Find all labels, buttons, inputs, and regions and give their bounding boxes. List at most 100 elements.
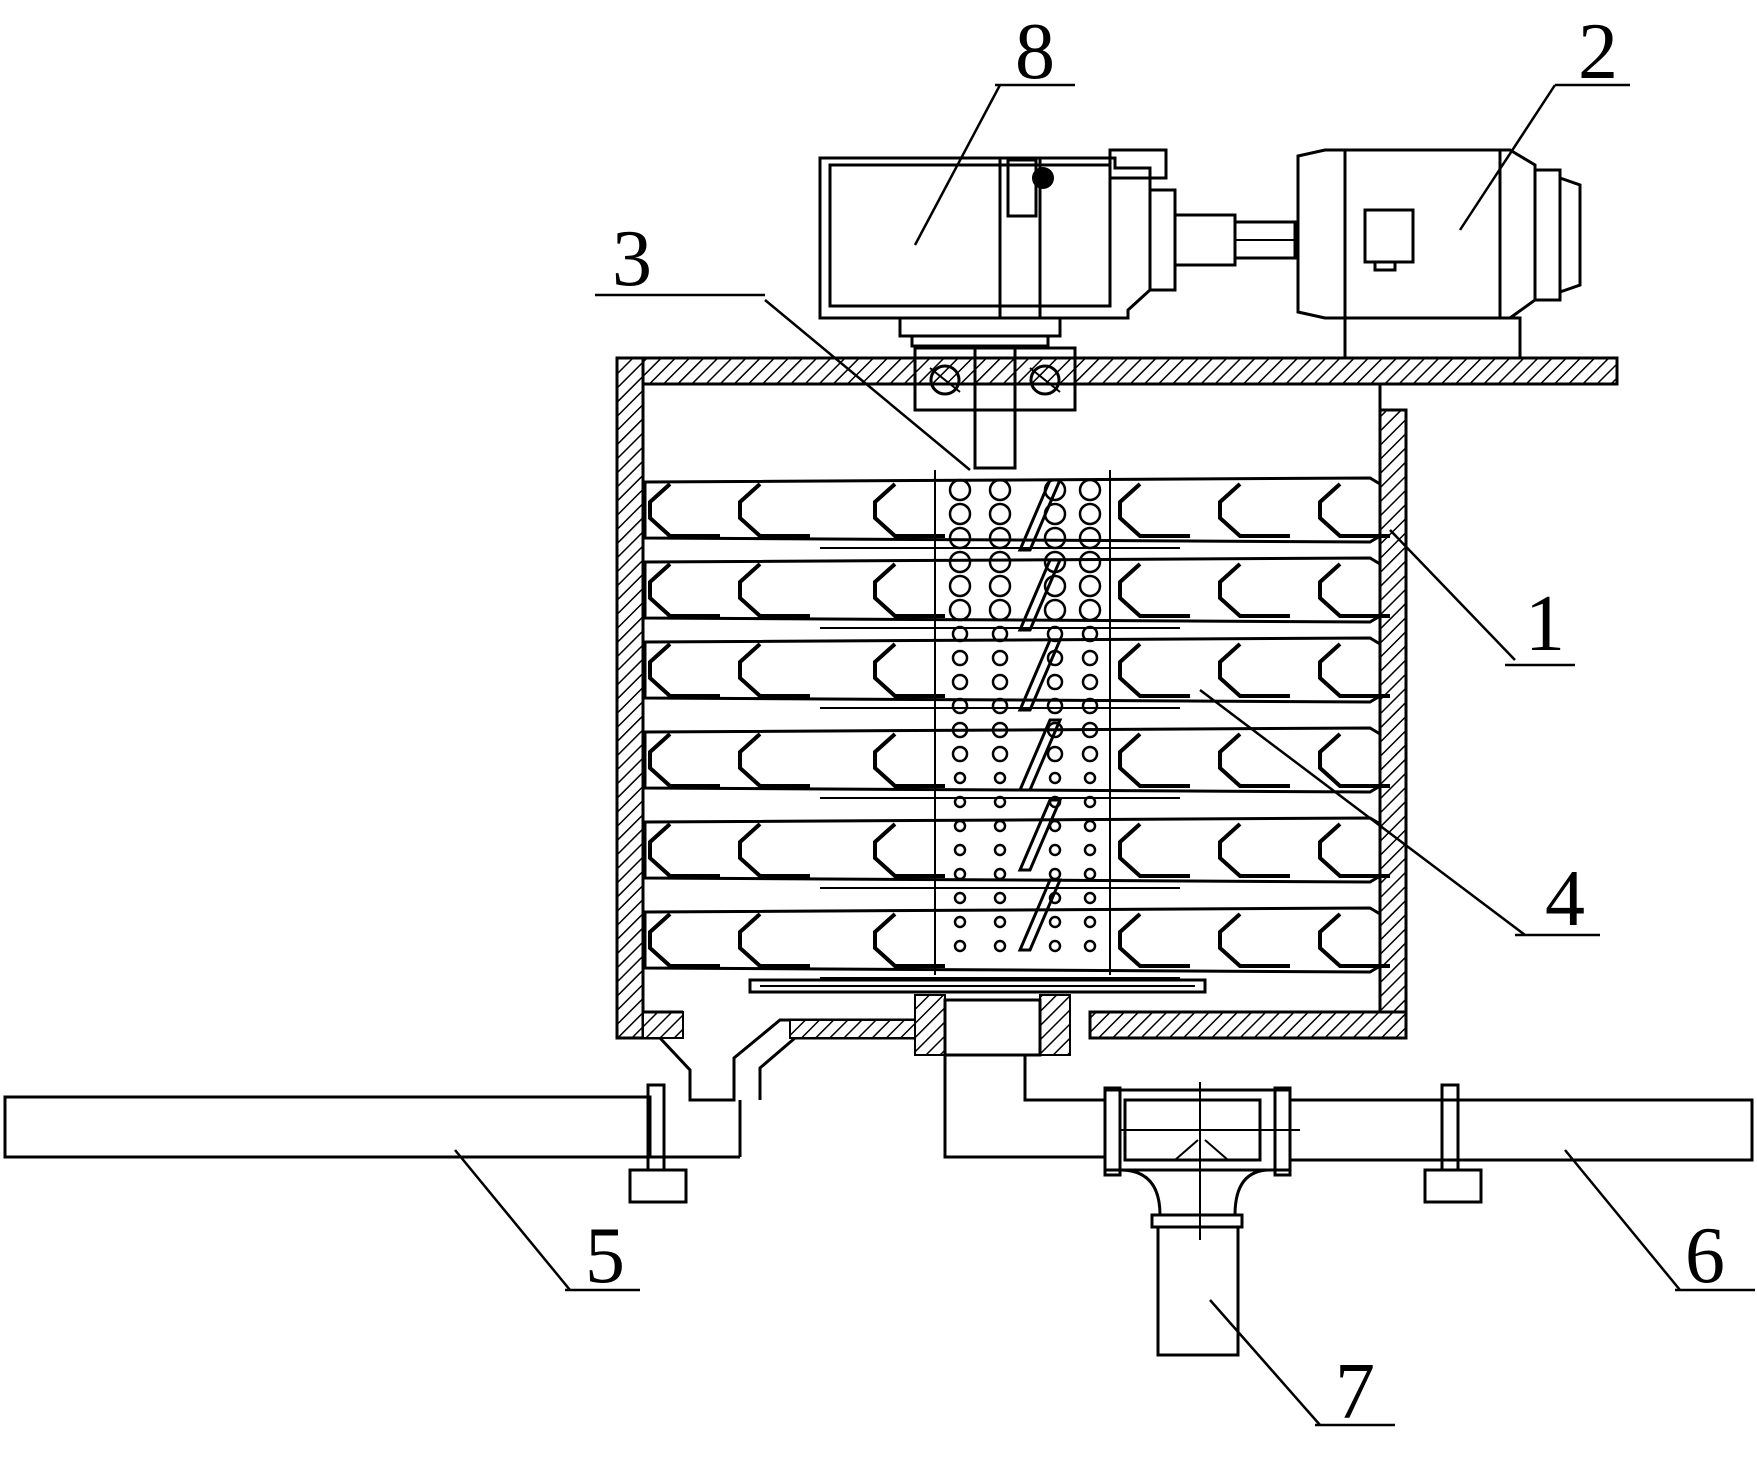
blade xyxy=(1118,642,1190,698)
disc-layer xyxy=(643,476,1390,549)
spiral-blade xyxy=(1017,558,1063,632)
drum-hole xyxy=(991,625,1009,643)
drum-hole xyxy=(993,843,1007,857)
blade xyxy=(1218,732,1290,788)
blade xyxy=(648,732,720,788)
blade xyxy=(873,822,945,878)
drum-hole xyxy=(948,478,972,502)
drum-hole xyxy=(948,550,972,574)
drum-hole xyxy=(1083,891,1097,905)
drum-hole xyxy=(1083,795,1097,809)
drum-hole xyxy=(1081,649,1099,667)
blade xyxy=(738,732,810,788)
blade xyxy=(873,482,945,538)
label-4: 4 xyxy=(1545,855,1585,943)
drum-hole xyxy=(953,771,967,785)
drum-hole xyxy=(948,526,972,550)
drum-hole xyxy=(1078,526,1102,550)
drum-hole xyxy=(993,795,1007,809)
drum-hole xyxy=(953,891,967,905)
blade xyxy=(1218,912,1290,968)
tank-housing xyxy=(615,356,1619,1102)
drum-hole xyxy=(1046,721,1064,739)
blade xyxy=(873,912,945,968)
label-2: 2 xyxy=(1578,8,1618,96)
drum-hole xyxy=(953,795,967,809)
spiral-blade xyxy=(1017,718,1063,792)
blade xyxy=(648,562,720,618)
spiral-blade xyxy=(1017,878,1063,952)
blade xyxy=(873,642,945,698)
drum-hole xyxy=(1083,867,1097,881)
label-8: 8 xyxy=(1015,8,1055,96)
drum-hole xyxy=(991,697,1009,715)
blade xyxy=(1218,562,1290,618)
drum-hole xyxy=(1078,478,1102,502)
disc-stack xyxy=(643,476,1390,979)
blade xyxy=(648,822,720,878)
disc-layer xyxy=(643,816,1390,889)
spiral-blade xyxy=(1017,478,1063,552)
spiral-blade xyxy=(1017,798,1063,872)
label-7: 7 xyxy=(1335,1348,1375,1436)
drum-hole xyxy=(988,574,1012,598)
drum-hole xyxy=(1048,867,1062,881)
drum-hole xyxy=(1083,771,1097,785)
drum-hole xyxy=(1048,915,1062,929)
blade xyxy=(738,642,810,698)
blade xyxy=(1118,482,1190,538)
blade xyxy=(1118,562,1190,618)
drum-hole xyxy=(1083,843,1097,857)
drum-hole xyxy=(991,721,1009,739)
drum-hole xyxy=(1083,939,1097,953)
drum-hole xyxy=(953,819,967,833)
blade xyxy=(873,562,945,618)
blade xyxy=(1218,642,1290,698)
label-5: 5 xyxy=(585,1212,625,1300)
blade xyxy=(738,912,810,968)
drum-hole xyxy=(1081,721,1099,739)
bottom-drive xyxy=(748,978,1207,1057)
tee-fitting xyxy=(1103,1082,1300,1357)
drum-hole xyxy=(1078,574,1102,598)
drum-hole xyxy=(1083,915,1097,929)
drum-hole xyxy=(1046,745,1064,763)
disc-layer xyxy=(643,906,1390,979)
blade xyxy=(1318,732,1390,788)
drum-hole xyxy=(951,745,969,763)
drum-hole xyxy=(993,939,1007,953)
blade xyxy=(1318,642,1390,698)
disc-layer xyxy=(643,726,1390,799)
label-3: 3 xyxy=(612,215,652,303)
blade xyxy=(1318,482,1390,538)
drum-hole xyxy=(991,649,1009,667)
blade xyxy=(1318,562,1390,618)
drum-hole xyxy=(1043,574,1067,598)
blade xyxy=(1118,912,1190,968)
drum-hole xyxy=(951,673,969,691)
drum-hole xyxy=(993,819,1007,833)
drum-hole xyxy=(948,598,972,622)
disc-layer xyxy=(643,556,1390,629)
drum-hole xyxy=(951,625,969,643)
drum-hole xyxy=(993,915,1007,929)
drum-hole xyxy=(993,891,1007,905)
blade xyxy=(738,822,810,878)
drum-hole xyxy=(1081,745,1099,763)
drum-hole xyxy=(1046,697,1064,715)
label-6: 6 xyxy=(1685,1212,1725,1300)
perforated-drum xyxy=(934,470,1111,975)
drum-hole xyxy=(1081,673,1099,691)
drum-hole xyxy=(948,502,972,526)
drum-hole xyxy=(1043,526,1067,550)
blade xyxy=(873,732,945,788)
drum-hole xyxy=(948,574,972,598)
label-1: 1 xyxy=(1525,580,1565,668)
blade xyxy=(1318,822,1390,878)
drum-hole xyxy=(1048,843,1062,857)
left-pipe xyxy=(3,1083,742,1204)
drum-hole xyxy=(1078,502,1102,526)
drum-hole xyxy=(1083,819,1097,833)
